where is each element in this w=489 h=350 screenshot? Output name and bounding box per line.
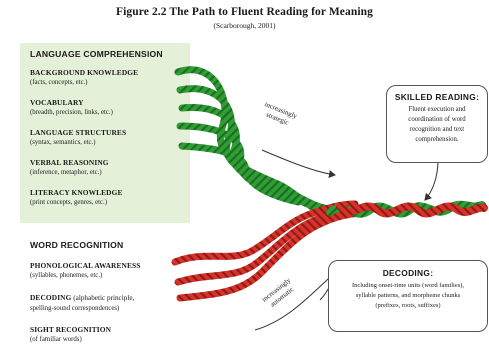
skilled-reading-text: Fluent execution and coordination of wor… (387, 105, 487, 145)
decoding-callout-line: Including onset-rime units (word familie… (329, 281, 487, 291)
skilled-reading-title: SKILLED READING: (387, 92, 487, 102)
decoding-callout-line: syllable patterns, and morpheme chunks (329, 291, 487, 301)
green-strand-4 (180, 126, 350, 210)
skilled-reading-callout: SKILLED READING: Fluent execution and co… (386, 85, 488, 163)
decoding-callout-title: DECODING: (329, 268, 487, 278)
skilled-reading-line: coordination of word (387, 115, 487, 125)
strategic-arrow (262, 150, 335, 175)
decoding-callout-line: (prefixes, roots, suffixes) (329, 301, 487, 311)
decoding-callout-text: Including onset-rime units (word familie… (329, 281, 487, 311)
skilled-reading-line: Fluent execution and (387, 105, 487, 115)
green-strands (178, 70, 350, 212)
skilled-reading-line: recognition and text (387, 125, 487, 135)
skilled-reading-pointer (425, 160, 438, 200)
decoding-callout: DECODING: Including onset-rime units (wo… (328, 260, 488, 332)
skilled-reading-line: comprehension. (387, 135, 487, 145)
